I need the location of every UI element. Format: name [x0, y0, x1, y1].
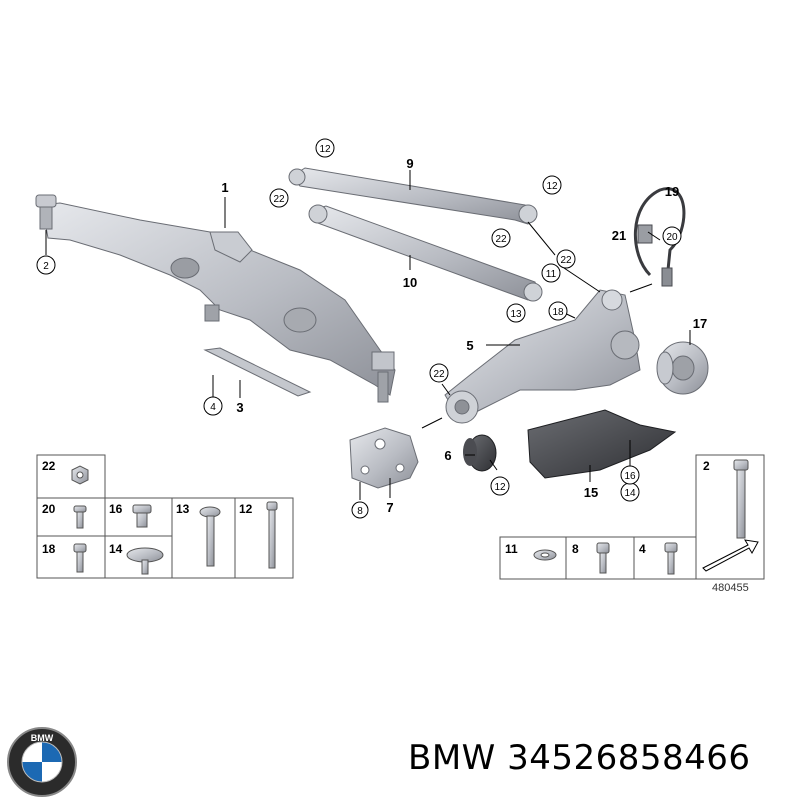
callout-22a: 22 [273, 194, 285, 205]
svg-text:BMW: BMW [31, 733, 54, 743]
callout-22d: 22 [433, 369, 445, 380]
legend-13: 13 [176, 502, 190, 516]
legend-20: 20 [42, 502, 56, 516]
legend-right-labels: 11 8 4 2 [505, 459, 710, 556]
callout-10: 10 [403, 275, 417, 290]
brand-and-part-number: BMW 34526858466 [408, 738, 751, 778]
callout-16: 16 [624, 471, 636, 482]
callout-22c: 22 [560, 255, 572, 266]
underbody-shield [527, 409, 677, 479]
callout-1: 1 [221, 180, 228, 195]
legend-left-labels: 22 20 16 13 12 18 14 [42, 459, 253, 556]
callout-8: 8 [357, 506, 363, 517]
callout-13: 13 [510, 309, 522, 320]
callout-6: 6 [444, 448, 451, 463]
leader-lines [45, 170, 691, 500]
callout-12c: 12 [494, 482, 506, 493]
callout-3: 3 [236, 400, 243, 415]
legend-11: 11 [505, 542, 518, 556]
legend-8: 8 [572, 542, 579, 556]
callout-20: 20 [666, 232, 678, 243]
legend-22: 22 [42, 459, 56, 473]
circled-callouts: 2 4 8 11 12 12 12 13 14 16 18 20 22 22 2… [36, 138, 682, 517]
part-number: 34526858466 [507, 738, 751, 778]
legend-14: 14 [109, 542, 123, 556]
legend-16: 16 [109, 502, 123, 516]
legend-right-parts [533, 459, 749, 575]
legend-4: 4 [639, 542, 646, 556]
callout-17: 17 [693, 316, 707, 331]
callout-15: 15 [584, 485, 598, 500]
reference-number: 480455 [712, 582, 749, 594]
callout-circle [351, 501, 369, 519]
legend-18: 18 [42, 542, 56, 556]
callout-19: 19 [665, 184, 679, 199]
callout-4: 4 [210, 402, 216, 413]
callout-14: 14 [624, 488, 636, 499]
rear-axle-subframe [35, 194, 396, 403]
callout-12a: 12 [319, 144, 331, 155]
callout-22b: 22 [495, 234, 507, 245]
callout-7: 7 [386, 500, 393, 515]
callout-9: 9 [406, 156, 413, 171]
legend-2: 2 [703, 459, 710, 473]
callout-12b: 12 [546, 181, 558, 192]
callout-labels: 1 3 5 6 7 9 10 15 17 19 21 [221, 156, 707, 515]
legend-12: 12 [239, 502, 253, 516]
callout-2: 2 [43, 261, 49, 272]
wheel-carrier [444, 289, 641, 424]
protection-plate [203, 347, 312, 397]
mounting-bracket [349, 427, 419, 489]
callout-18: 18 [552, 307, 564, 318]
rubber-mount [463, 434, 497, 472]
callout-21: 21 [612, 228, 626, 243]
legend-left-parts [71, 465, 278, 575]
callout-5: 5 [466, 338, 473, 353]
callout-11: 11 [546, 269, 557, 280]
wheel-hub [656, 341, 709, 395]
lower-control-arm [308, 204, 543, 302]
upper-control-arm [288, 167, 538, 225]
brand-name: BMW [408, 738, 496, 778]
bmw-logo-icon: BMW [7, 727, 77, 797]
direction-arrow-icon [702, 539, 759, 572]
